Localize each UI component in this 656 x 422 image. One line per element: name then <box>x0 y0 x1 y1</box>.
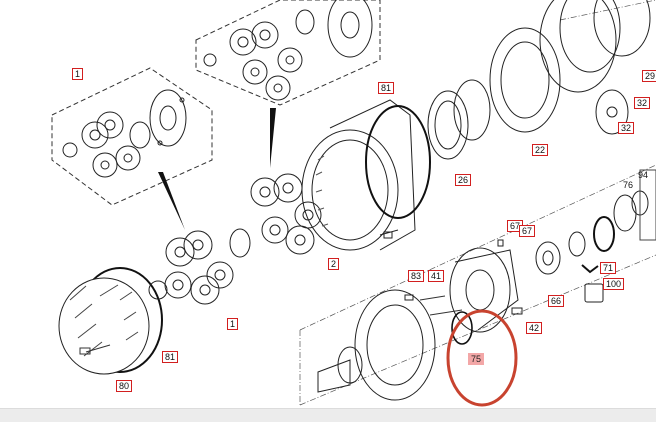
callout-41: 41 <box>428 270 445 282</box>
callout-81-lower: 81 <box>162 351 179 363</box>
callout-75-highlighted: 75 <box>468 353 485 365</box>
callout-80: 80 <box>116 380 133 392</box>
callout-32-lower: 32 <box>618 122 635 134</box>
output-shaft-assembly <box>317 239 523 401</box>
callout-26: 26 <box>455 174 472 186</box>
callout-66: 66 <box>548 295 565 307</box>
bottom-scroll-bar[interactable] <box>0 408 656 422</box>
callout-67-right: 67 <box>519 225 536 237</box>
callout-22: 22 <box>532 144 549 156</box>
callout-100: 100 <box>603 278 625 290</box>
gear-icon <box>81 111 141 178</box>
assembly-centerlines <box>299 0 656 406</box>
detail-panel-top <box>195 0 381 106</box>
callout-32-upper: 32 <box>634 97 651 109</box>
callout-71: 71 <box>600 262 617 274</box>
planet-gear-set-middle <box>229 173 322 258</box>
highlight-circle <box>446 309 518 407</box>
pointer-wedge <box>270 108 276 168</box>
callout-83: 83 <box>408 270 425 282</box>
detail-panel-left <box>51 67 213 206</box>
callout-81-upper: 81 <box>378 82 395 94</box>
ring-gear-housing <box>301 99 431 251</box>
front-cover-cap <box>58 267 163 375</box>
planet-gear-set-lower <box>148 230 234 305</box>
hub-and-bearings <box>427 0 651 160</box>
callout-29: 29 <box>642 70 656 82</box>
label-94: 94 <box>638 170 649 180</box>
callout-42: 42 <box>526 322 543 334</box>
callout-2: 2 <box>328 258 340 270</box>
right-parts-stack <box>535 169 656 303</box>
pointer-wedge <box>158 172 185 230</box>
label-76: 76 <box>623 180 634 190</box>
callout-1-upper: 1 <box>72 68 84 80</box>
callout-1-lower: 1 <box>227 318 239 330</box>
